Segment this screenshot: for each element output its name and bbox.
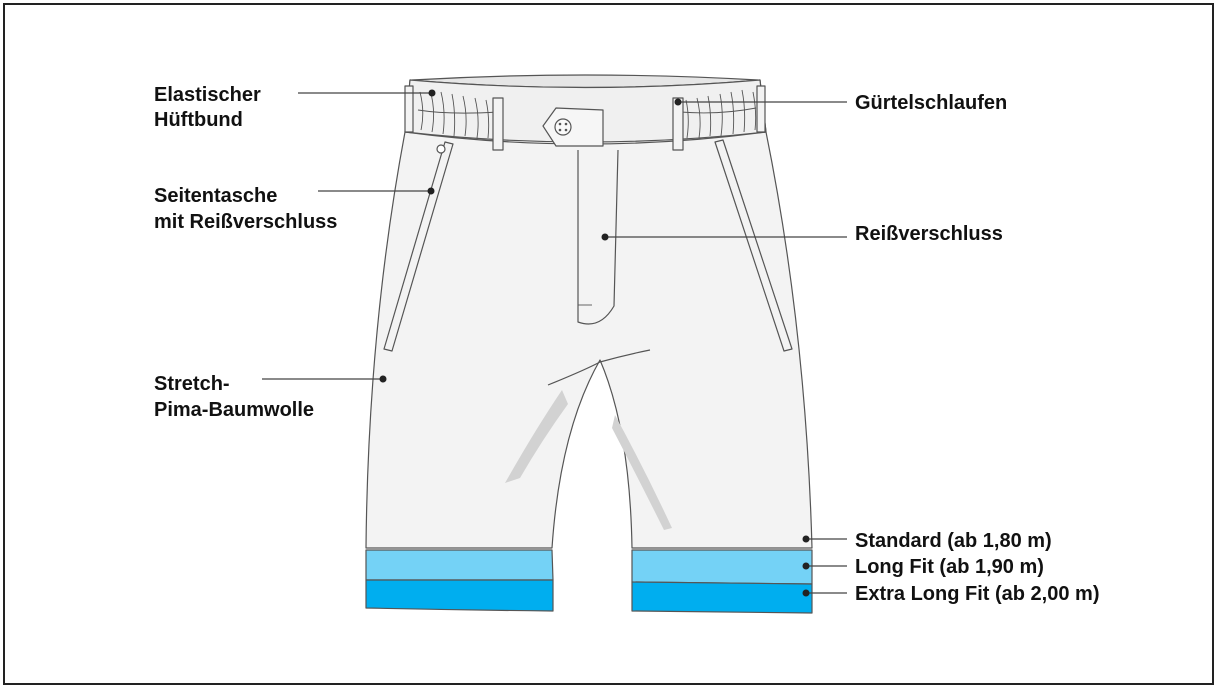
dot-belt-loop (674, 98, 682, 106)
label-fabric-line1: Stretch- (154, 373, 230, 395)
dot-side-pocket (427, 187, 435, 195)
dot-zipper (601, 233, 609, 241)
shorts-illustration (365, 74, 813, 614)
long-fit-band-left (365, 549, 554, 581)
extra-long-band-left (365, 579, 554, 612)
belt-loop-left (492, 97, 504, 151)
leader-lines (262, 92, 847, 594)
dot-extra-long (802, 589, 810, 597)
belt-loop-side-right (756, 85, 766, 133)
crotch-fold (547, 349, 651, 386)
label-belt-loops: Gürtelschlaufen (855, 92, 1007, 114)
belt-loop-right (672, 97, 684, 151)
belt-loop-side-left (404, 85, 414, 133)
dot-waistband (428, 89, 436, 97)
elastic-gathers-right (679, 89, 757, 139)
pocket-zip-pull (436, 144, 446, 154)
dot-long-fit (802, 562, 810, 570)
label-side-pocket-line2: mit Reißverschluss (154, 211, 337, 233)
long-fit-band-right (631, 549, 813, 585)
dot-fabric (379, 375, 387, 383)
pocket-zip-left (383, 141, 454, 352)
label-extra-long-fit: Extra Long Fit (ab 2,00 m) (855, 583, 1099, 605)
leader-dots (379, 89, 810, 597)
crease-left (505, 390, 568, 483)
button-tab (542, 107, 604, 147)
button-icon (554, 118, 572, 136)
label-fabric-line2: Pima-Baumwolle (154, 399, 314, 421)
label-side-pocket-line1: Seitentasche (154, 185, 277, 207)
fly-placket (577, 149, 619, 325)
crease-right (612, 415, 672, 530)
label-waistband-line1: Elastischer (154, 84, 261, 106)
extra-long-band-right (631, 581, 813, 614)
label-waistband-line2: Hüftbund (154, 109, 243, 131)
pocket-zip-right (714, 139, 793, 352)
shorts-body (365, 79, 813, 549)
label-zipper: Reißverschluss (855, 223, 1003, 245)
label-standard: Standard (ab 1,80 m) (855, 530, 1052, 552)
dot-standard (802, 535, 810, 543)
label-long-fit: Long Fit (ab 1,90 m) (855, 556, 1044, 578)
elastic-gathers-left (417, 89, 499, 139)
